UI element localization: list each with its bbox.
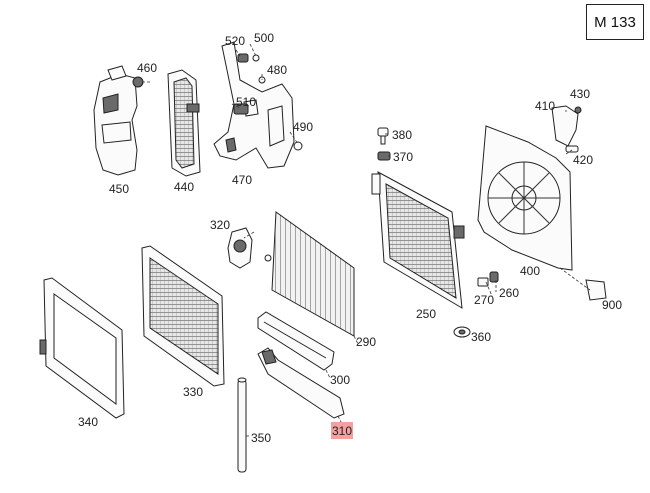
part-410-drawing[interactable]	[551, 105, 579, 147]
leader-lines	[140, 43, 591, 437]
part-250-drawing[interactable]	[371, 171, 465, 309]
part-430-drawing[interactable]	[574, 106, 582, 114]
label-410[interactable]: 410	[535, 99, 555, 113]
label-300[interactable]: 300	[330, 373, 350, 387]
label-440[interactable]: 440	[174, 180, 194, 194]
label-490[interactable]: 490	[293, 120, 313, 134]
label-500[interactable]: 500	[254, 31, 274, 45]
label-450[interactable]: 450	[109, 182, 129, 196]
part-300-drawing[interactable]	[257, 311, 335, 371]
part-270-drawing[interactable]	[477, 277, 489, 287]
part-450-drawing[interactable]	[93, 65, 138, 176]
part-500-drawing[interactable]	[252, 54, 260, 62]
label-270[interactable]: 270	[474, 293, 494, 307]
label-310[interactable]: 310	[332, 424, 352, 438]
label-360[interactable]: 360	[471, 330, 491, 344]
label-480[interactable]: 480	[267, 63, 287, 77]
label-330[interactable]: 330	[183, 385, 203, 399]
label-470[interactable]: 470	[232, 173, 252, 187]
label-430[interactable]: 430	[570, 87, 590, 101]
label-260[interactable]: 260	[499, 286, 519, 300]
diagram-id-text: M 133	[594, 13, 636, 31]
part-520-drawing[interactable]	[237, 53, 249, 63]
label-320[interactable]: 320	[210, 218, 230, 232]
part-320-drawing[interactable]	[227, 227, 253, 269]
label-380[interactable]: 380	[392, 128, 412, 142]
label-520[interactable]: 520	[225, 34, 245, 48]
part-380-drawing[interactable]	[377, 127, 389, 145]
callout-labels: 520 500 460 480 510 490 450 440 470 410 …	[78, 31, 622, 445]
part-290-drawing[interactable]	[264, 211, 355, 337]
part-400-drawing[interactable]	[477, 125, 573, 271]
part-260-drawing[interactable]	[489, 271, 499, 283]
part-460-drawing[interactable]	[132, 76, 144, 88]
part-330-drawing[interactable]	[141, 245, 225, 387]
part-340-drawing[interactable]	[39, 277, 125, 419]
part-350-drawing[interactable]	[237, 377, 247, 473]
part-440-drawing[interactable]	[167, 69, 201, 177]
part-470-drawing[interactable]	[213, 41, 303, 169]
label-290[interactable]: 290	[356, 335, 376, 349]
label-510[interactable]: 510	[236, 95, 256, 109]
label-900[interactable]: 900	[602, 298, 622, 312]
label-400[interactable]: 400	[520, 264, 540, 278]
diagram-id-badge: M 133	[586, 4, 644, 40]
label-250[interactable]: 250	[416, 307, 436, 321]
label-340[interactable]: 340	[78, 415, 98, 429]
part-420-drawing[interactable]	[565, 145, 579, 153]
label-350[interactable]: 350	[251, 431, 271, 445]
highlight-310	[331, 422, 353, 439]
label-370[interactable]: 370	[393, 150, 413, 164]
part-900-drawing[interactable]	[585, 279, 607, 301]
label-420[interactable]: 420	[573, 153, 593, 167]
part-310-drawing[interactable]	[257, 347, 345, 419]
part-360-drawing[interactable]	[453, 326, 471, 338]
label-460[interactable]: 460	[137, 61, 157, 75]
